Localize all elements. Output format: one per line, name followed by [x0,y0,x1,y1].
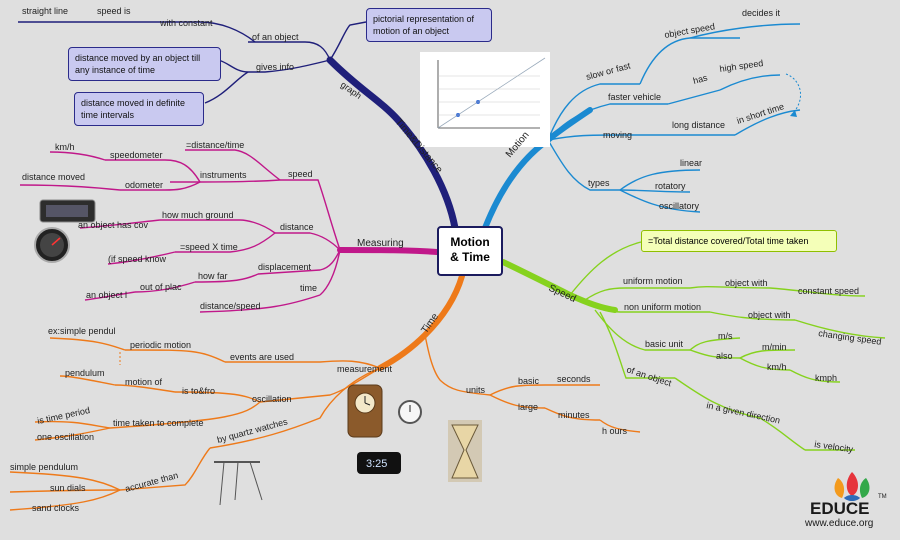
digital-clock-image [357,452,401,474]
box-distance-moved-intervals: distance moved in definite time interval… [74,92,204,126]
table-clock-image [398,400,422,424]
trunk-measuring [337,247,440,255]
wall-clock-image [347,384,383,438]
trunk-time-distance [326,56,459,232]
speed-formula-box: =Total distance covered/Total time taken [641,230,837,252]
box-distance-moved-till: distance moved by an object till any ins… [68,47,221,81]
odometer-image [39,199,96,223]
distance-time-graph-image [420,52,550,147]
central-topic: Motion & Time [437,226,503,276]
center-line2: & Time [450,250,490,264]
hourglass-image [448,420,482,482]
trunk-time [377,273,465,371]
trunk-speed [500,259,618,313]
educe-logo-mark [834,472,870,501]
box-pictorial-representation: pictorial representation of motion of an… [366,8,492,42]
pendulum-image [214,461,263,506]
center-line1: Motion [450,235,490,249]
speedometer-image [34,227,70,263]
